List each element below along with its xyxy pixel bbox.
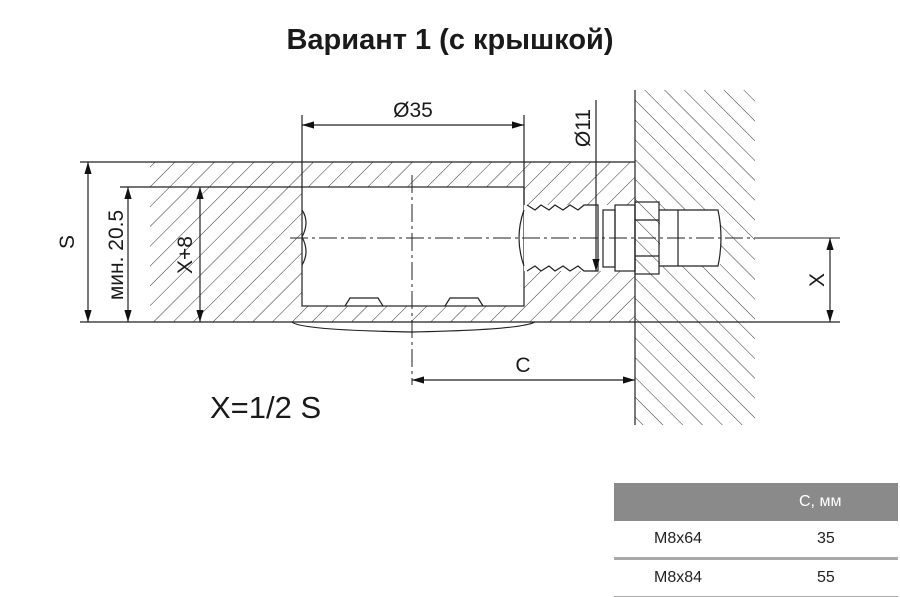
cell-c: 35 (817, 530, 835, 547)
cap-outline (291, 321, 536, 333)
formula: X=1/2 S (210, 390, 322, 425)
label-x: X (806, 273, 829, 287)
table-header: C, мм (614, 483, 898, 521)
diagram-title: Вариант 1 (с крышкой) (286, 24, 614, 56)
table-row: M8x84 55 (614, 560, 898, 597)
table-row: M8x64 35 (614, 521, 898, 560)
label-x8: X+8 (174, 236, 197, 274)
cell-model: M8x64 (654, 530, 703, 547)
label-c: C (515, 354, 530, 377)
dimension-table: C, мм M8x64 35 M8x84 55 (614, 483, 898, 597)
label-d35: Ø35 (393, 99, 433, 122)
wall-section (634, 90, 755, 425)
label-d11: Ø11 (572, 109, 595, 147)
panel-section (80, 161, 636, 323)
header-c: C, мм (799, 493, 842, 510)
cell-model: M8x84 (654, 569, 703, 586)
cell-c: 55 (817, 569, 835, 586)
label-min: мин. 20.5 (105, 210, 128, 300)
label-s: S (56, 235, 79, 249)
